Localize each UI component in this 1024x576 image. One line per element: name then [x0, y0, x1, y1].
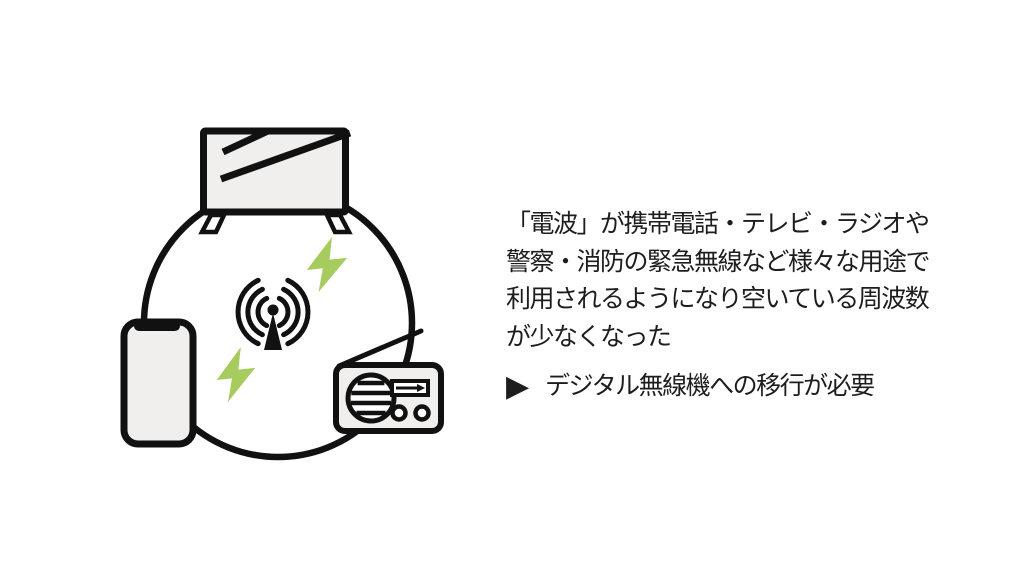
tuner-needle-arrow: [417, 384, 425, 392]
wave-arc-left-2: [245, 286, 265, 338]
tv-left-leg: [198, 212, 228, 235]
conclusion-label: デジタル無線機への移行が必要: [545, 372, 875, 400]
tv-reflection-short: [221, 127, 270, 156]
wave-arc-right-2: [281, 286, 301, 338]
radio-antenna: [336, 328, 424, 369]
wave-arc-right-1: [276, 295, 291, 329]
radio-speaker: [345, 372, 397, 424]
radio-icon: [333, 328, 444, 434]
radio-knob-right: [413, 404, 431, 422]
description-block: 「電波」が携帯電話・テレビ・ラジオや 警察・消防の緊急無線など様々な用途で 利用…: [506, 206, 931, 406]
paragraph-line: 警察・消防の緊急無線など様々な用途で: [506, 247, 931, 276]
paragraph: 「電波」が携帯電話・テレビ・ラジオや 警察・消防の緊急無線など様々な用途で 利用…: [506, 206, 931, 356]
wave-arc-left-3: [235, 277, 261, 347]
paragraph-line: 「電波」が携帯電話・テレビ・ラジオや: [506, 210, 930, 238]
paragraph-line: 利用されるようになり空いている周波数: [506, 285, 930, 313]
tv-right-leg: [323, 212, 353, 235]
radio-knob-left: [390, 404, 408, 422]
smartphone-body: [120, 318, 197, 448]
lightning-bolt-icon-bottom: [216, 347, 256, 402]
tv-screen: [200, 127, 349, 216]
paragraph-line: が少なくなった: [506, 322, 672, 351]
smartphone-notch: [134, 320, 180, 331]
smartphone-icon: [120, 318, 197, 448]
broadcast-antenna-icon: [235, 277, 311, 350]
wave-arc-right-3: [285, 277, 311, 347]
antenna-mast: [264, 313, 282, 350]
tv-reflection-long: [219, 129, 352, 183]
antenna-dot: [267, 304, 279, 316]
lightning-bolt-icon-top: [306, 237, 348, 292]
tv-icon: [198, 127, 353, 235]
arrow-right-icon: ▶: [506, 370, 530, 403]
conclusion-row: ▶ デジタル無線機への移行が必要: [506, 368, 929, 406]
wave-arc-left-1: [255, 295, 270, 329]
